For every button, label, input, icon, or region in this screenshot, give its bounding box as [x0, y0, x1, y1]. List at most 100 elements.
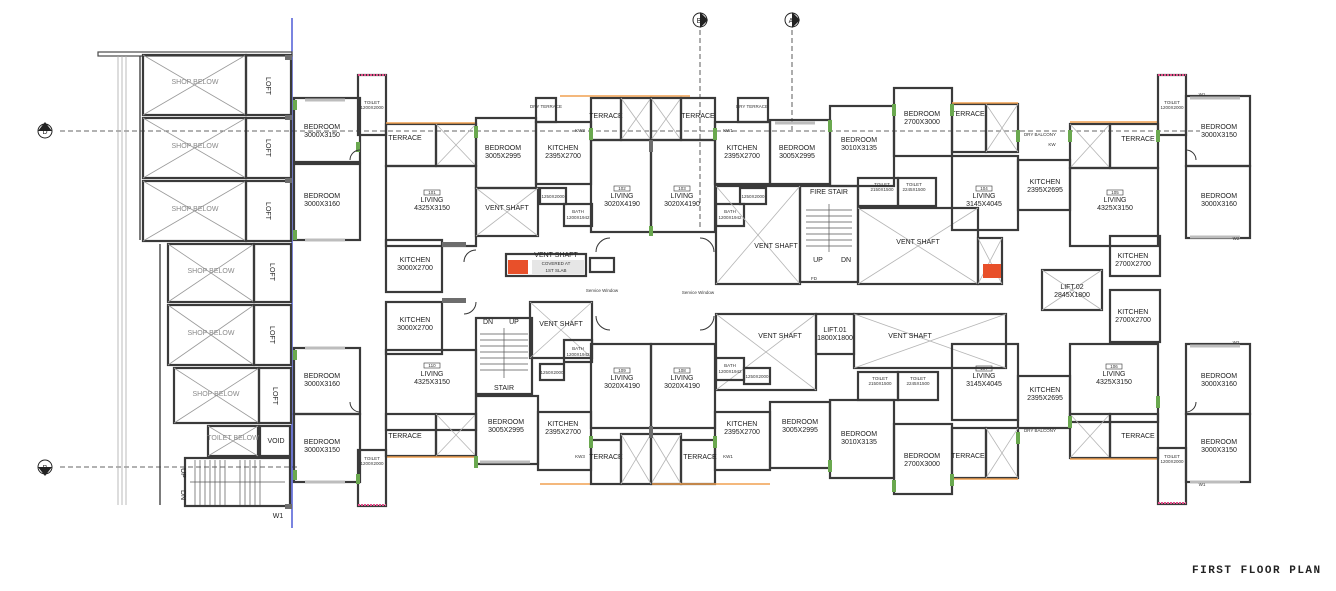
svg-text:3145X4045: 3145X4045: [966, 381, 1002, 388]
svg-text:3000X3160: 3000X3160: [1201, 201, 1237, 208]
svg-text:TERRACE: TERRACE: [388, 135, 422, 142]
svg-text:BATH: BATH: [572, 346, 584, 351]
svg-text:102: 102: [618, 186, 626, 191]
svg-text:LIVING: LIVING: [1103, 371, 1126, 378]
svg-text:BATH: BATH: [572, 209, 584, 214]
svg-text:1250X2000: 1250X2000: [741, 194, 765, 199]
svg-text:SHOP BELOW: SHOP BELOW: [188, 330, 235, 337]
svg-text:TOILET BELOW: TOILET BELOW: [207, 435, 259, 442]
svg-text:1200X2000: 1200X2000: [360, 461, 384, 466]
svg-text:UP: UP: [179, 468, 186, 478]
svg-text:2700X3000: 2700X3000: [904, 119, 940, 126]
svg-text:2395X2700: 2395X2700: [724, 429, 760, 436]
svg-text:TOILET: TOILET: [910, 376, 926, 381]
svg-text:LIVING: LIVING: [1104, 197, 1127, 204]
svg-text:2395X2700: 2395X2700: [724, 153, 760, 160]
svg-text:2700X3000: 2700X3000: [904, 461, 940, 468]
svg-text:TOILET: TOILET: [872, 376, 888, 381]
svg-text:DRY TERRACE: DRY TERRACE: [736, 104, 768, 109]
svg-text:KITCHEN: KITCHEN: [1118, 253, 1149, 260]
svg-text:TOILET: TOILET: [1164, 454, 1180, 459]
svg-text:LIVING: LIVING: [611, 375, 634, 382]
svg-text:3000X2700: 3000X2700: [397, 325, 433, 332]
svg-text:SHOP BELOW: SHOP BELOW: [193, 391, 240, 398]
door-swings: [349, 149, 1197, 413]
svg-text:KITCHEN: KITCHEN: [1118, 309, 1149, 316]
svg-text:3000X3160: 3000X3160: [1201, 381, 1237, 388]
svg-text:B: B: [697, 18, 702, 25]
svg-text:BEDROOM: BEDROOM: [304, 124, 340, 131]
core: VENT SHAFT VENT SHAFT COVERED AT 1ST SLA…: [474, 184, 1104, 396]
svg-text:LOFT: LOFT: [264, 139, 271, 158]
svg-text:W1: W1: [1199, 92, 1206, 97]
unit-108: 108 LIVING 3020X4190 BATH 1200X1942 1250…: [540, 342, 832, 486]
svg-text:3000X3150: 3000X3150: [1201, 447, 1237, 454]
svg-text:3000X3150: 3000X3150: [304, 132, 340, 139]
svg-text:1200X1942: 1200X1942: [718, 215, 742, 220]
svg-text:STAIR: STAIR: [494, 385, 514, 392]
svg-text:BEDROOM: BEDROOM: [904, 111, 940, 118]
svg-text:TERRACE: TERRACE: [589, 454, 623, 461]
svg-text:LIVING: LIVING: [611, 193, 634, 200]
svg-text:LIFT.02: LIFT.02: [1060, 284, 1083, 291]
svg-text:2395X2700: 2395X2700: [545, 153, 581, 160]
svg-text:DN: DN: [483, 319, 493, 326]
svg-text:BEDROOM: BEDROOM: [841, 431, 877, 438]
svg-text:LOFT: LOFT: [264, 202, 271, 221]
svg-text:3005X2995: 3005X2995: [485, 153, 521, 160]
unit-102: BEDROOM 3005X2995 DRY TERRACE KITCHEN 23…: [474, 95, 690, 234]
svg-text:KITCHEN: KITCHEN: [1030, 179, 1061, 186]
svg-text:VENT SHAFT: VENT SHAFT: [539, 321, 583, 328]
svg-text:VENT SHAFT: VENT SHAFT: [754, 243, 798, 250]
svg-text:3000X3150: 3000X3150: [304, 447, 340, 454]
svg-text:KITCHEN: KITCHEN: [400, 257, 431, 264]
svg-text:BEDROOM: BEDROOM: [904, 453, 940, 460]
svg-text:BATH: BATH: [724, 209, 736, 214]
unit-106: KITCHEN 2700X2700 106 LIVING 4325X3150 B…: [1068, 288, 1252, 506]
svg-text:BEDROOM: BEDROOM: [1201, 373, 1237, 380]
svg-text:D: D: [42, 129, 47, 136]
svg-text:KW: KW: [1048, 142, 1056, 147]
svg-text:BEDROOM: BEDROOM: [841, 137, 877, 144]
svg-text:3000X2700: 3000X2700: [397, 265, 433, 272]
svg-text:W1: W1: [1199, 482, 1206, 487]
svg-text:104: 104: [980, 186, 988, 191]
shops-block: SHOP BELOW LOFT SHOP BELOW LOFT SHOP BEL…: [97, 51, 293, 520]
svg-text:2700X2700: 2700X2700: [1115, 261, 1151, 268]
svg-text:FD: FD: [811, 276, 818, 281]
svg-text:1200X1942: 1200X1942: [718, 369, 742, 374]
svg-text:LIVING: LIVING: [671, 193, 694, 200]
svg-text:W2: W2: [1233, 340, 1240, 345]
grid-marker-a: A: [784, 12, 800, 28]
svg-text:1200X2000: 1200X2000: [360, 105, 384, 110]
svg-text:108: 108: [678, 368, 686, 373]
svg-text:1200X1942: 1200X1942: [566, 352, 590, 357]
svg-text:3000X3160: 3000X3160: [304, 201, 340, 208]
svg-text:4325X3150: 4325X3150: [1097, 205, 1133, 212]
unit-105: TERRACE TOILET 1200X2000 BEDROOM 3000X31…: [1068, 73, 1252, 278]
svg-text:SHOP BELOW: SHOP BELOW: [172, 206, 219, 213]
svg-text:COVERED AT: COVERED AT: [542, 261, 571, 266]
svg-text:LOFT: LOFT: [268, 326, 275, 345]
svg-text:KITCHEN: KITCHEN: [548, 145, 579, 152]
svg-text:BEDROOM: BEDROOM: [1201, 124, 1237, 131]
svg-text:FIRE STAIR: FIRE STAIR: [810, 189, 848, 196]
unit-104: BEDROOM 3010X3135 BEDROOM 2700X3000 TERR…: [828, 86, 1072, 232]
svg-text:LOFT: LOFT: [264, 77, 271, 96]
svg-text:1250X2000: 1250X2000: [541, 194, 565, 199]
svg-text:109: 109: [618, 368, 626, 373]
svg-text:VOID: VOID: [267, 438, 284, 445]
svg-text:VENT SHAFT: VENT SHAFT: [896, 239, 940, 246]
svg-text:LIVING: LIVING: [421, 197, 444, 204]
svg-text:SHOP BELOW: SHOP BELOW: [172, 143, 219, 150]
svg-text:1200X2000: 1200X2000: [1160, 105, 1184, 110]
svg-text:KITCHEN: KITCHEN: [727, 145, 758, 152]
svg-text:TOILET: TOILET: [906, 182, 922, 187]
unit-109: 109 LIVING 3020X4190 BEDROOM 3005X2995 K…: [474, 342, 653, 486]
svg-text:KW3: KW3: [575, 128, 585, 133]
svg-text:3020X4190: 3020X4190: [604, 201, 640, 208]
svg-text:1ST SLAB: 1ST SLAB: [546, 268, 567, 273]
svg-text:TERRACE: TERRACE: [951, 453, 985, 460]
svg-text:3000X3150: 3000X3150: [1201, 132, 1237, 139]
svg-text:BEDROOM: BEDROOM: [779, 145, 815, 152]
